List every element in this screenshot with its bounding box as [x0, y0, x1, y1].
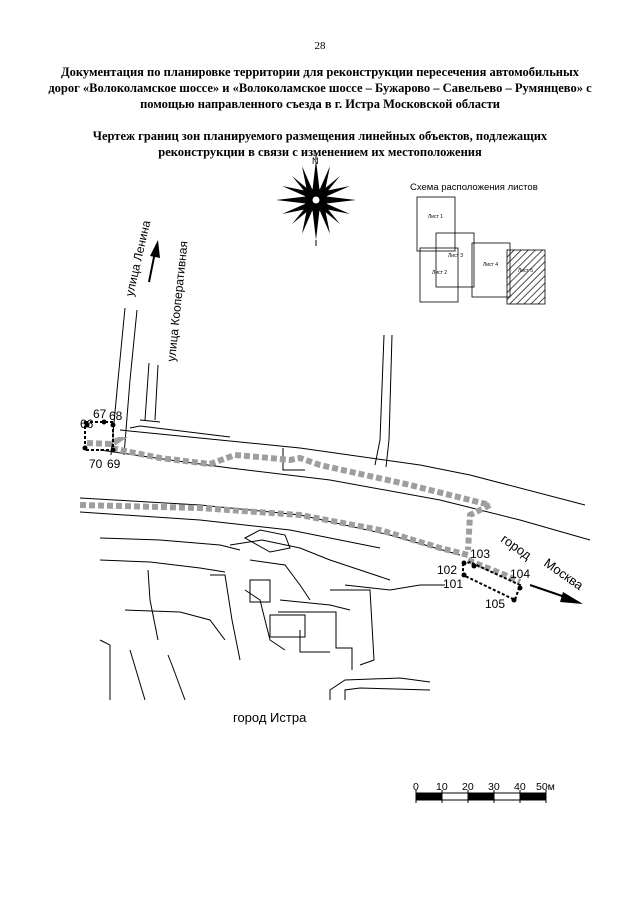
- point-label-70: 70: [89, 457, 103, 471]
- document-subtitle: Чертеж границ зон планируемого размещени…: [92, 129, 548, 159]
- point-label-67: 67: [93, 407, 107, 421]
- point-label-103: 103: [470, 547, 490, 561]
- street-label-moscow-line2: Москва: [541, 555, 587, 593]
- point-label-104: 104: [510, 567, 530, 581]
- street-label-moscow-line1: город: [498, 531, 534, 563]
- scale-label-10: 10: [436, 781, 448, 793]
- sheet-2-label: Лист 2: [432, 270, 447, 276]
- direction-arrow-moscow: [529, 584, 583, 604]
- compass-north-label: N: [312, 156, 319, 166]
- direction-arrow-north: [148, 240, 160, 283]
- point-label-66: 66: [80, 417, 94, 431]
- sheet-3-frame: [435, 232, 475, 288]
- scale-bar: [415, 790, 547, 803]
- point-label-105: 105: [485, 597, 505, 611]
- points-cluster-west: [82, 419, 116, 453]
- scale-label-50m: 50м: [536, 781, 555, 793]
- compass-rose-icon: [276, 154, 356, 246]
- street-label-lenina: улица Ленина: [122, 219, 153, 298]
- city-label-istra: город Истра: [233, 710, 307, 725]
- scale-label-20: 20: [462, 781, 474, 793]
- point-label-69: 69: [107, 457, 121, 471]
- sheet-scheme: Схема расположения листов Лист 1 Лист 2 …: [410, 182, 546, 305]
- scale-label-0: 0: [413, 781, 419, 793]
- sheet-4-label: Лист 4: [483, 262, 498, 268]
- sheet-5-frame: [506, 249, 546, 305]
- scale-label-40: 40: [514, 781, 526, 793]
- sheet-3-label: Лист 3: [448, 253, 463, 259]
- point-label-102: 102: [437, 563, 457, 577]
- point-label-101: 101: [443, 577, 463, 591]
- sheet-4-frame: [471, 242, 511, 298]
- street-label-kooperativnaya: улица Кооперативная: [164, 240, 191, 362]
- sheet-scheme-title: Схема расположения листов: [410, 182, 538, 193]
- page-number: 28: [314, 40, 326, 52]
- sheet-1-label: Лист 1: [428, 214, 443, 220]
- sheet-5-label: Лист 5: [518, 268, 533, 274]
- point-label-68: 68: [109, 409, 123, 423]
- points-cluster-east: [461, 560, 523, 603]
- sheet-2-frame: [419, 247, 459, 303]
- planned-boundary: [79, 437, 522, 585]
- document-title: Документация по планировке территории дл…: [48, 65, 592, 111]
- scale-label-30: 30: [488, 781, 500, 793]
